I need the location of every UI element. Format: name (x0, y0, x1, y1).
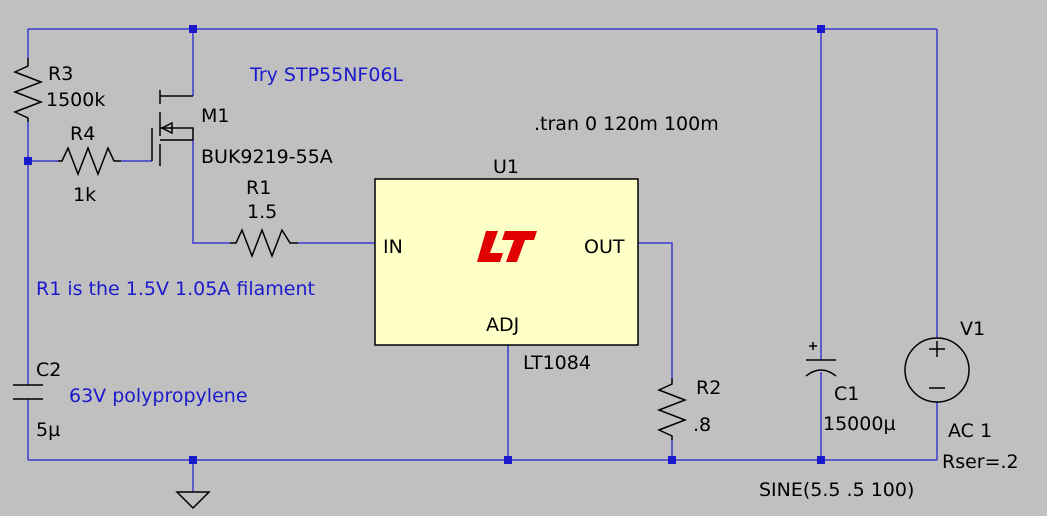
capacitor-c1[interactable]: C1 15000µ (805, 342, 896, 435)
capacitor-c2[interactable]: C2 5µ (13, 359, 61, 441)
r4-value: 1k (73, 184, 96, 206)
junction-dot (504, 456, 512, 464)
resistor-r2[interactable]: R2 .8 (656, 377, 721, 440)
c2-name: C2 (36, 359, 61, 381)
c1-name: C1 (834, 383, 859, 405)
u1-pin-adj: ADJ (486, 314, 519, 336)
wire-source-r1[interactable] (192, 140, 230, 244)
regulator-u1[interactable]: U1 IN OUT ADJ LT1084 (374, 156, 639, 374)
u1-pin-out: OUT (584, 236, 625, 258)
c2-value: 5µ (36, 419, 60, 441)
ground-icon[interactable] (175, 491, 211, 510)
junction-dot (189, 456, 197, 464)
mosfet-m1[interactable]: M1 BUK9219-55A (151, 90, 333, 168)
r1-value: 1.5 (247, 201, 277, 223)
m1-value: BUK9219-55A (201, 146, 333, 168)
v1-ac: AC 1 (948, 420, 992, 442)
wires (27, 28, 938, 492)
r2-name: R2 (696, 377, 721, 399)
plus-icon (929, 341, 945, 357)
plus-icon (809, 342, 817, 350)
v1-body[interactable] (904, 337, 970, 403)
junction-dot (24, 157, 32, 165)
r3-value: 1500k (46, 89, 105, 111)
note-c2-type[interactable]: 63V polypropylene (69, 385, 248, 407)
v1-rser: Rser=.2 (942, 451, 1019, 473)
r3-name: R3 (48, 63, 73, 85)
u1-model: LT1084 (523, 352, 591, 374)
junctions (24, 25, 825, 464)
voltage-source-v1[interactable]: V1 AC 1 Rser=.2 SINE(5.5 .5 100) (759, 318, 1019, 501)
c1-plate-negative (805, 369, 837, 377)
r4-name: R4 (70, 123, 95, 145)
mosfet-arrow-icon (160, 121, 173, 135)
junction-dot (817, 456, 825, 464)
tran-directive[interactable]: .tran 0 120m 100m (534, 113, 719, 135)
u1-pin-in: IN (383, 236, 403, 258)
note-mosfet-hint[interactable]: Try STP55NF06L (249, 64, 404, 86)
junction-dot (189, 25, 197, 33)
resistor-r1[interactable]: R1 1.5 (230, 177, 298, 259)
junction-dot (668, 456, 676, 464)
resistor-r4[interactable]: R4 1k (58, 123, 121, 206)
note-filament[interactable]: R1 is the 1.5V 1.05A filament (36, 278, 315, 300)
u1-body[interactable] (374, 178, 639, 346)
m1-name: M1 (201, 105, 229, 127)
v1-source: SINE(5.5 .5 100) (759, 479, 914, 501)
v1-name: V1 (960, 318, 985, 340)
u1-name: U1 (493, 156, 519, 178)
lt-logo-icon (477, 231, 537, 262)
r2-value: .8 (693, 414, 711, 436)
resistor-r3[interactable]: R3 1500k (12, 58, 105, 122)
r1-name: R1 (246, 177, 271, 199)
wire-out-r2[interactable] (638, 242, 673, 378)
junction-dot (817, 25, 825, 33)
c1-value: 15000µ (823, 413, 896, 435)
mosfet-terminals (160, 95, 194, 141)
